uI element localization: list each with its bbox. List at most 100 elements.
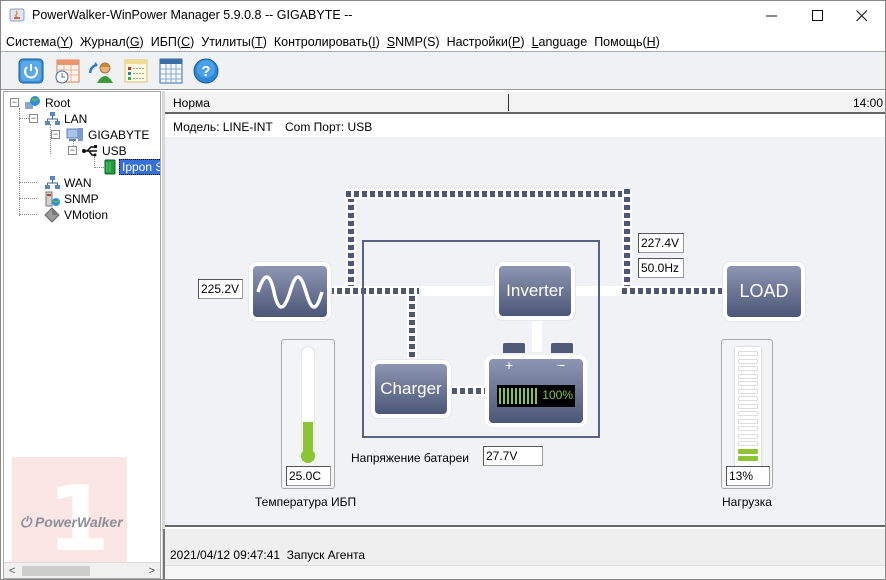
temperature-label: Температура ИБП [255,495,357,509]
battery-bar-segment [535,388,537,404]
tree-node-lan[interactable]: LAN [44,111,87,127]
tree-node-wan[interactable]: WAN [44,175,92,191]
tree-node-usb[interactable]: USB [82,143,127,159]
menu-monitor[interactable]: Контролировать(I) [273,34,380,49]
input-line [329,286,419,296]
charger-battery-line [452,386,488,396]
thermometer-fill [303,422,313,457]
load-bar-segment [738,426,758,431]
temperature-gauge: 25.0C [281,339,335,489]
menu-snmp[interactable]: SNMP(S) [386,34,440,49]
data-table-button[interactable] [157,57,185,85]
vmotion-icon [44,207,60,223]
menu-utilities[interactable]: Утилиты(T) [201,34,267,49]
ups-flow-diagram: 225.2V Inverter Charger + − 100% 227.4V … [165,137,885,527]
charger-node[interactable]: Charger [371,360,451,418]
svg-text:?: ? [201,63,210,80]
main-line [595,286,623,296]
minus-sign: − [557,357,566,373]
agent-button[interactable] [87,57,115,85]
tree-line [50,124,51,154]
menu-journal[interactable]: Журнал(G) [80,34,144,49]
power-button[interactable] [17,57,45,85]
event-list-button[interactable] [122,57,150,85]
model-info-row: Модель: LINE-INT Com Порт: USB [165,115,885,137]
powerwalker-watermark: 1 ⏻ PowerWalker [12,457,127,567]
load-gauge: 13% [721,339,773,489]
collapse-toggle[interactable]: − [10,97,19,107]
schedule-button[interactable] [53,57,81,85]
minimize-button[interactable] [749,1,795,31]
help-button[interactable]: ? [192,57,220,85]
network-globe-icon [25,96,40,109]
battery-voltage-label: Напряжение батареи [351,451,470,465]
title-bar: PowerWalker-WinPower Manager 5.9.0.8 -- … [1,1,885,31]
menu-help[interactable]: Помощь(H) [594,34,660,49]
collapse-toggle[interactable]: − [51,129,60,139]
load-bar-segment [738,433,758,439]
tree-node-root[interactable]: Root [24,95,70,111]
scroll-right-icon[interactable]: > [148,565,155,577]
menu-settings[interactable]: Настройки(P) [446,34,525,49]
load-bar-segment [738,396,758,401]
tree-line [19,118,31,119]
ac-input-node[interactable] [249,262,331,321]
battery-bar-segment [507,388,509,404]
thermometer-tube [301,346,315,463]
load-bar-segment [738,388,758,394]
scroll-left-icon[interactable]: < [9,565,16,577]
load-node[interactable]: LOAD [723,262,805,321]
inverter-node[interactable]: Inverter [495,262,575,320]
log-message: Запуск Агента [286,548,366,562]
tree-horizontal-scrollbar[interactable]: < > [4,562,160,578]
panel-splitter[interactable] [162,91,165,579]
load-label: Нагрузка [722,495,772,509]
device-tree: − Root − LAN − GIGABYTE − USB Ippon S [3,91,161,579]
help-icon: ? [193,58,219,84]
bypass-line [346,189,628,199]
model-label: Модель: LINE-INT [173,120,273,134]
battery-bar-segment [511,388,513,404]
thermometer-bulb [301,449,315,463]
battery-bar-segment [515,388,517,404]
battery-node[interactable]: + − 100% [485,343,587,427]
tree-line [19,108,20,216]
snmp-device-icon [45,191,60,207]
battery-bar-segment [503,388,505,404]
menu-ups[interactable]: ИБП(C) [150,34,195,49]
java-app-icon [9,8,25,22]
load-bar-segment [738,373,758,379]
load-bar-segment [738,381,758,386]
menu-language[interactable]: Language [531,34,588,49]
battery-charge-bars [499,388,537,404]
close-icon [856,10,868,22]
battery-voltage-field: 27.7V [483,446,543,466]
maximize-icon [812,10,823,21]
menu-bar: Система(Y) Журнал(G) ИБП(C) Утилиты(T) К… [1,32,885,52]
menu-system[interactable]: Система(Y) [6,34,74,49]
tree-node-host[interactable]: GIGABYTE [66,127,149,143]
power-icon [18,58,44,84]
collapse-toggle[interactable]: − [68,145,77,155]
event-log: 2021/04/12 09:47:41 Запуск Агента [165,529,885,565]
log-edge [163,529,165,579]
battery-bar-segment [527,388,529,404]
tree-line [19,182,37,183]
output-voltage-field: 227.4V [638,233,684,253]
collapse-toggle[interactable]: − [29,113,38,123]
tree-node-vmotion[interactable]: VMotion [44,207,108,223]
close-button[interactable] [839,1,885,31]
input-voltage-field: 225.2V [198,279,243,299]
scroll-thumb[interactable] [22,566,90,576]
maximize-button[interactable] [795,1,841,31]
battery-charge-display: 100% [497,385,575,407]
load-bar-segment [738,366,758,371]
battery-terminal-plus [503,343,525,353]
tree-line [19,214,37,215]
battery-charge-text: 100% [542,388,573,402]
tree-node-ups-device[interactable]: Ippon S [104,159,160,175]
tree-node-snmp[interactable]: SNMP [44,191,99,207]
agent-user-icon [88,62,113,83]
tree-line [19,198,37,199]
